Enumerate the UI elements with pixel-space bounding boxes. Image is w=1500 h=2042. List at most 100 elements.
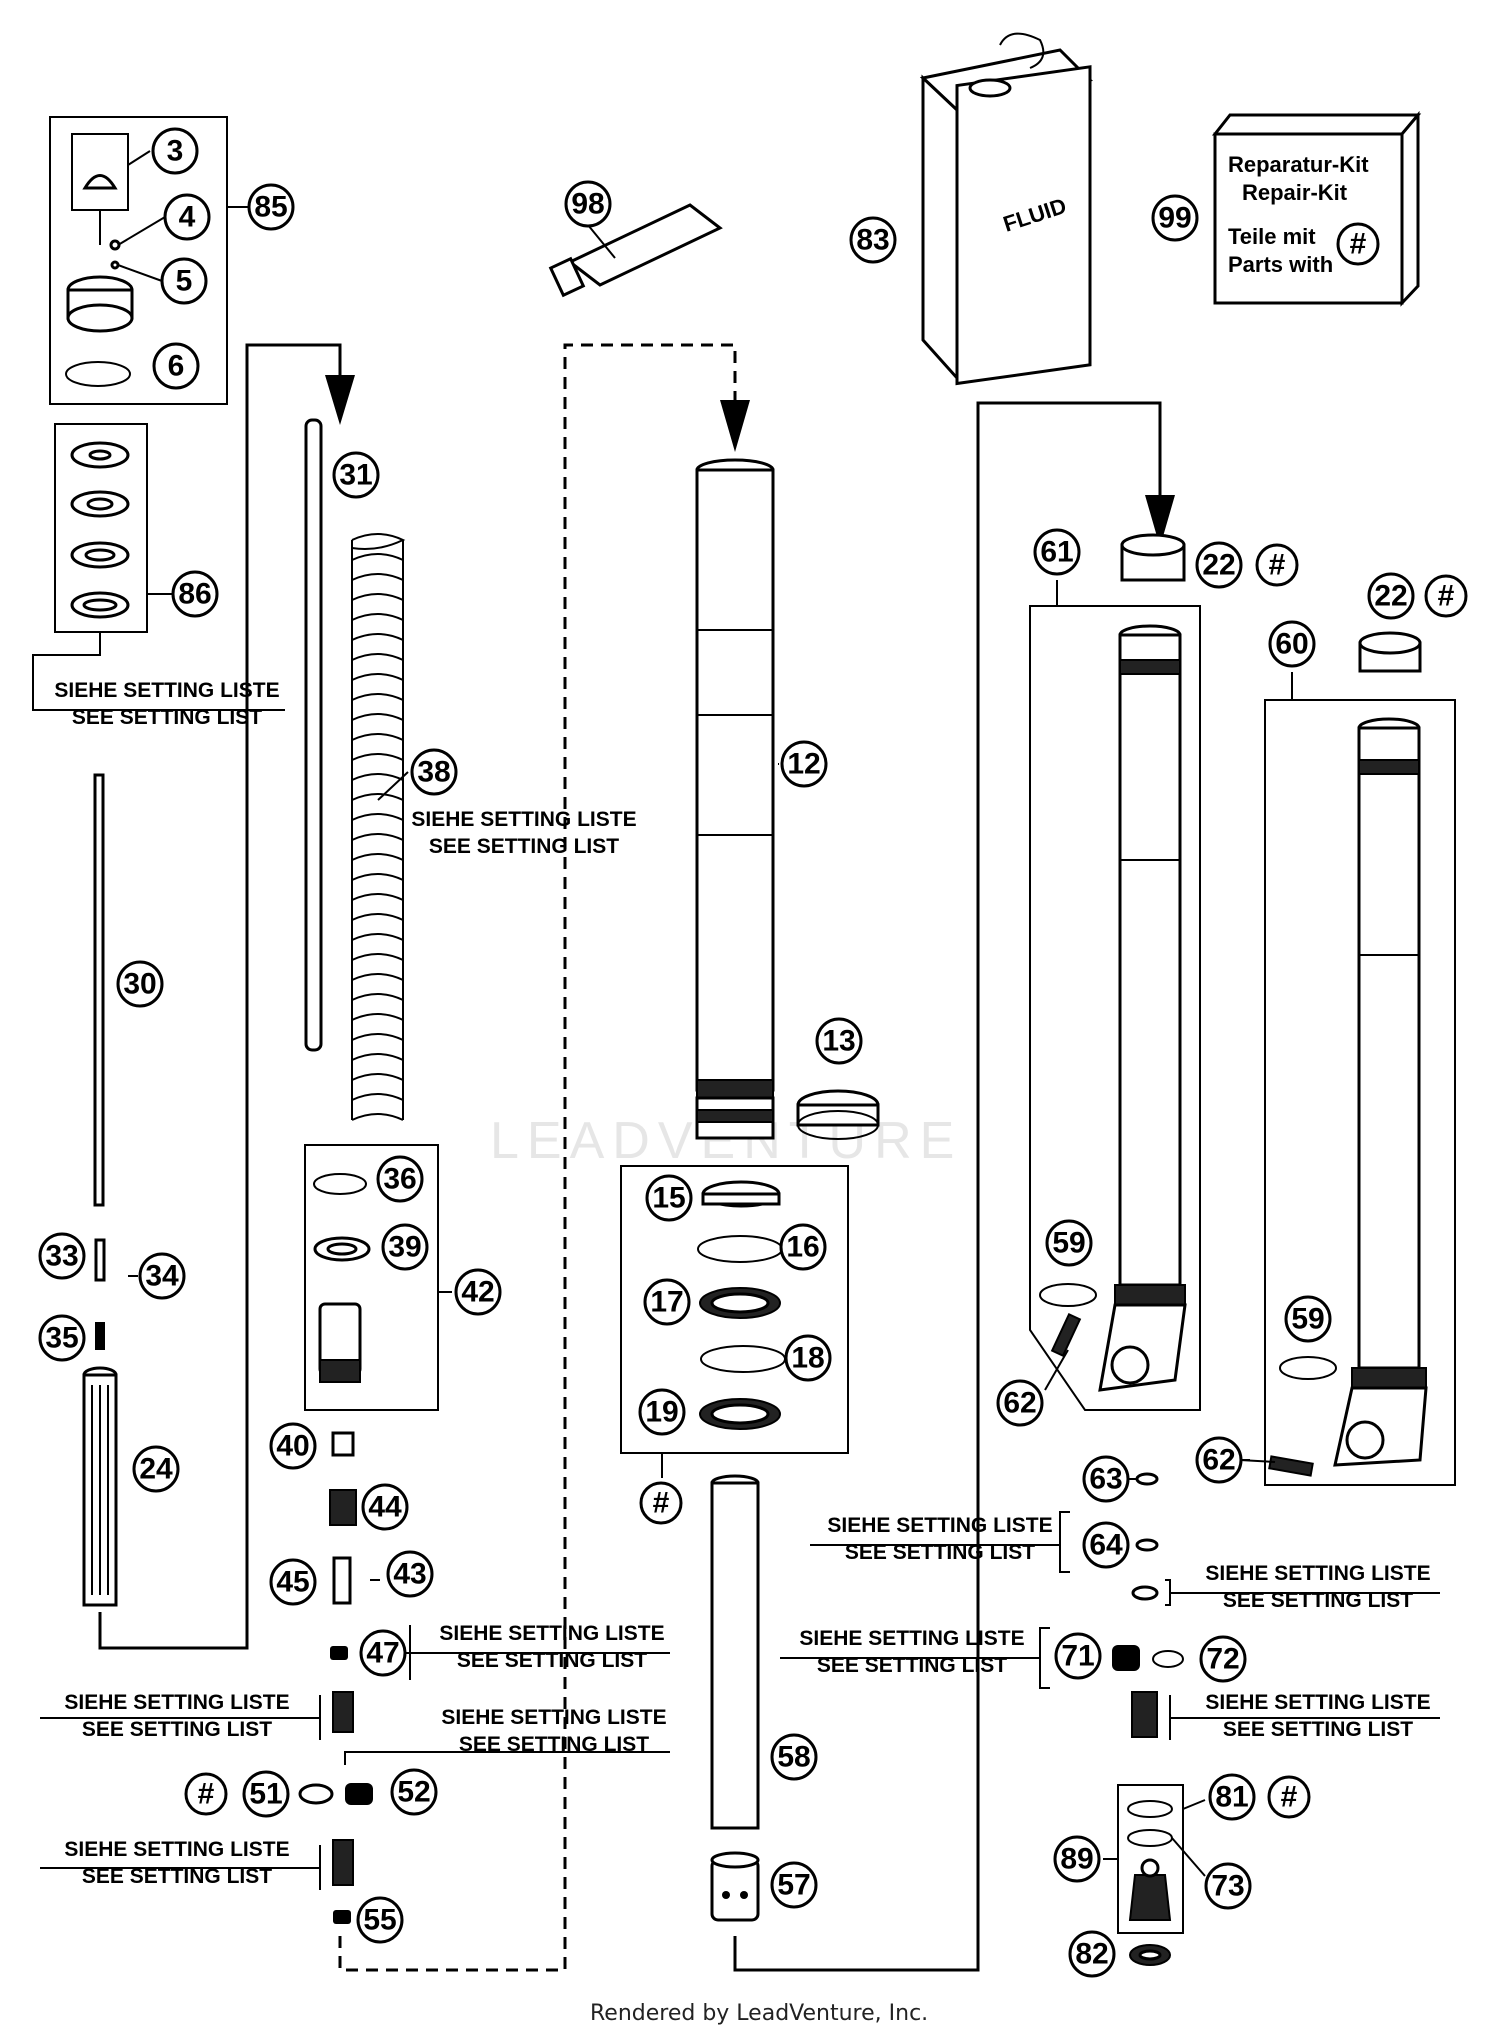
callout-c59a: 59 (1045, 1219, 1093, 1267)
callout-c81-text: 81 (1215, 1781, 1248, 1814)
setting-note-n47: SIEHE SETTING LISTE SEE SETTING LIST (439, 1622, 664, 1672)
callout-c18-text: 18 (791, 1342, 824, 1375)
callout-c55-text: 55 (363, 1904, 396, 1937)
arrow-down-icon (325, 375, 355, 425)
callout-c39: 39 (381, 1223, 429, 1271)
tube-58 (710, 1474, 760, 1830)
flow-line-right (733, 401, 1162, 1972)
callout-c71-text: 71 (1061, 1640, 1094, 1673)
callout-c13-text: 13 (822, 1025, 855, 1058)
callout-c4: 4 (163, 193, 211, 241)
callout-c22b: 22 (1367, 572, 1415, 620)
svg-text:#: # (1350, 228, 1367, 261)
fork-leg-60 (1239, 672, 1456, 1486)
callout-c43: 43 (386, 1550, 434, 1598)
callout-c98-text: 98 (571, 188, 604, 221)
callout-c89: 89 (1053, 1835, 1101, 1883)
repair-kit-line3: Teile mit (1228, 224, 1316, 249)
fluid-can-83 (919, 32, 1093, 386)
callout-c4-text: 4 (179, 201, 196, 234)
callout-c45: 45 (269, 1558, 317, 1606)
damper-rod-31 (304, 418, 323, 1052)
callout-c22b-text: 22 (1374, 580, 1407, 613)
arrow-down-icon (720, 400, 750, 452)
callout-c35-text: 35 (45, 1322, 78, 1355)
kit-86-group (32, 423, 285, 711)
callout-c31: 31 (332, 451, 380, 499)
callout-c64-text: 64 (1089, 1529, 1123, 1562)
repair-kit-line4: Parts with (1228, 252, 1333, 277)
callout-c15: 15 (645, 1174, 693, 1222)
fork-leg-61 (1029, 580, 1201, 1411)
callout-c72-text: 72 (1206, 1643, 1239, 1676)
callout-c83: 83 (849, 216, 897, 264)
callout-c98: 98 (564, 180, 612, 228)
hash-badge-h_set: # (639, 1481, 683, 1525)
callout-c18: 18 (784, 1334, 832, 1382)
callout-c24-text: 24 (139, 1453, 173, 1486)
callout-c12-text: 12 (787, 748, 820, 781)
callout-c51: 51 (242, 1770, 290, 1818)
callout-c5-text: 5 (176, 265, 193, 298)
callout-c81: 81 (1208, 1773, 1256, 1821)
kit-42-group (304, 1144, 452, 1411)
callout-c82-text: 82 (1075, 1938, 1108, 1971)
callout-c40: 40 (269, 1422, 317, 1470)
callout-c86-text: 86 (178, 578, 211, 611)
callout-c61: 61 (1033, 528, 1081, 576)
callout-c38-text: 38 (417, 756, 450, 789)
callout-c13: 13 (815, 1017, 863, 1065)
kit-85-group (49, 116, 248, 405)
callout-c35: 35 (38, 1314, 86, 1362)
setting-note-line2: SEE SETTING LIST (1223, 1589, 1413, 1612)
hash-badge-h81-text: # (1281, 1781, 1298, 1814)
callout-c30: 30 (116, 960, 164, 1008)
callout-c40-text: 40 (276, 1430, 309, 1463)
callout-c36: 36 (376, 1155, 424, 1203)
setting-note-n_washer: SIEHE SETTING LISTE SEE SETTING LIST (1205, 1562, 1430, 1612)
hash-badge-h51: # (184, 1772, 228, 1816)
callout-c73-text: 73 (1211, 1870, 1244, 1903)
setting-note-line1: SIEHE SETTING LISTE (1205, 1562, 1430, 1585)
callout-c57: 57 (770, 1861, 818, 1909)
flow-line-left (98, 343, 342, 1650)
hash-badge-h81: # (1267, 1775, 1311, 1819)
setting-note-line1: SIEHE SETTING LISTE (64, 1691, 289, 1714)
callout-c19: 19 (638, 1388, 686, 1436)
setting-note-line1: SIEHE SETTING LISTE (439, 1622, 664, 1645)
arrow-down-icon (1145, 495, 1175, 547)
callout-c44-text: 44 (368, 1491, 402, 1524)
callout-c62b: 62 (1195, 1436, 1243, 1484)
callout-c16: 16 (779, 1223, 827, 1271)
callout-c47-text: 47 (366, 1637, 399, 1670)
callout-c22a-text: 22 (1202, 549, 1235, 582)
callout-c60: 60 (1268, 620, 1316, 668)
callout-c33-text: 33 (45, 1240, 78, 1273)
setting-note-line2: SEE SETTING LIST (82, 1865, 272, 1888)
callout-c59b-text: 59 (1291, 1303, 1324, 1336)
callout-c85: 85 (247, 183, 295, 231)
callout-c63-text: 63 (1089, 1463, 1122, 1496)
footer-credit: Rendered by LeadVenture, Inc. (590, 2001, 928, 2026)
outer-tube-12 (695, 458, 775, 1140)
grease-tube-98 (548, 203, 723, 298)
callout-c34: 34 (138, 1252, 186, 1300)
setting-note-line2: SEE SETTING LIST (457, 1649, 647, 1672)
spring-38 (351, 533, 406, 1121)
nut-57 (710, 1851, 760, 1922)
repair-kit-99 (1211, 110, 1422, 307)
callout-c51-text: 51 (249, 1778, 282, 1811)
callout-c17-text: 17 (650, 1286, 683, 1319)
callout-c17: 17 (643, 1278, 691, 1326)
callout-c47: 47 (359, 1629, 407, 1677)
hash-badge-h22a: # (1255, 543, 1299, 587)
setting-note-line2: SEE SETTING LIST (82, 1718, 272, 1741)
callout-c89-text: 89 (1060, 1843, 1093, 1876)
callout-c63: 63 (1082, 1455, 1130, 1503)
callout-c61-text: 61 (1040, 536, 1073, 569)
